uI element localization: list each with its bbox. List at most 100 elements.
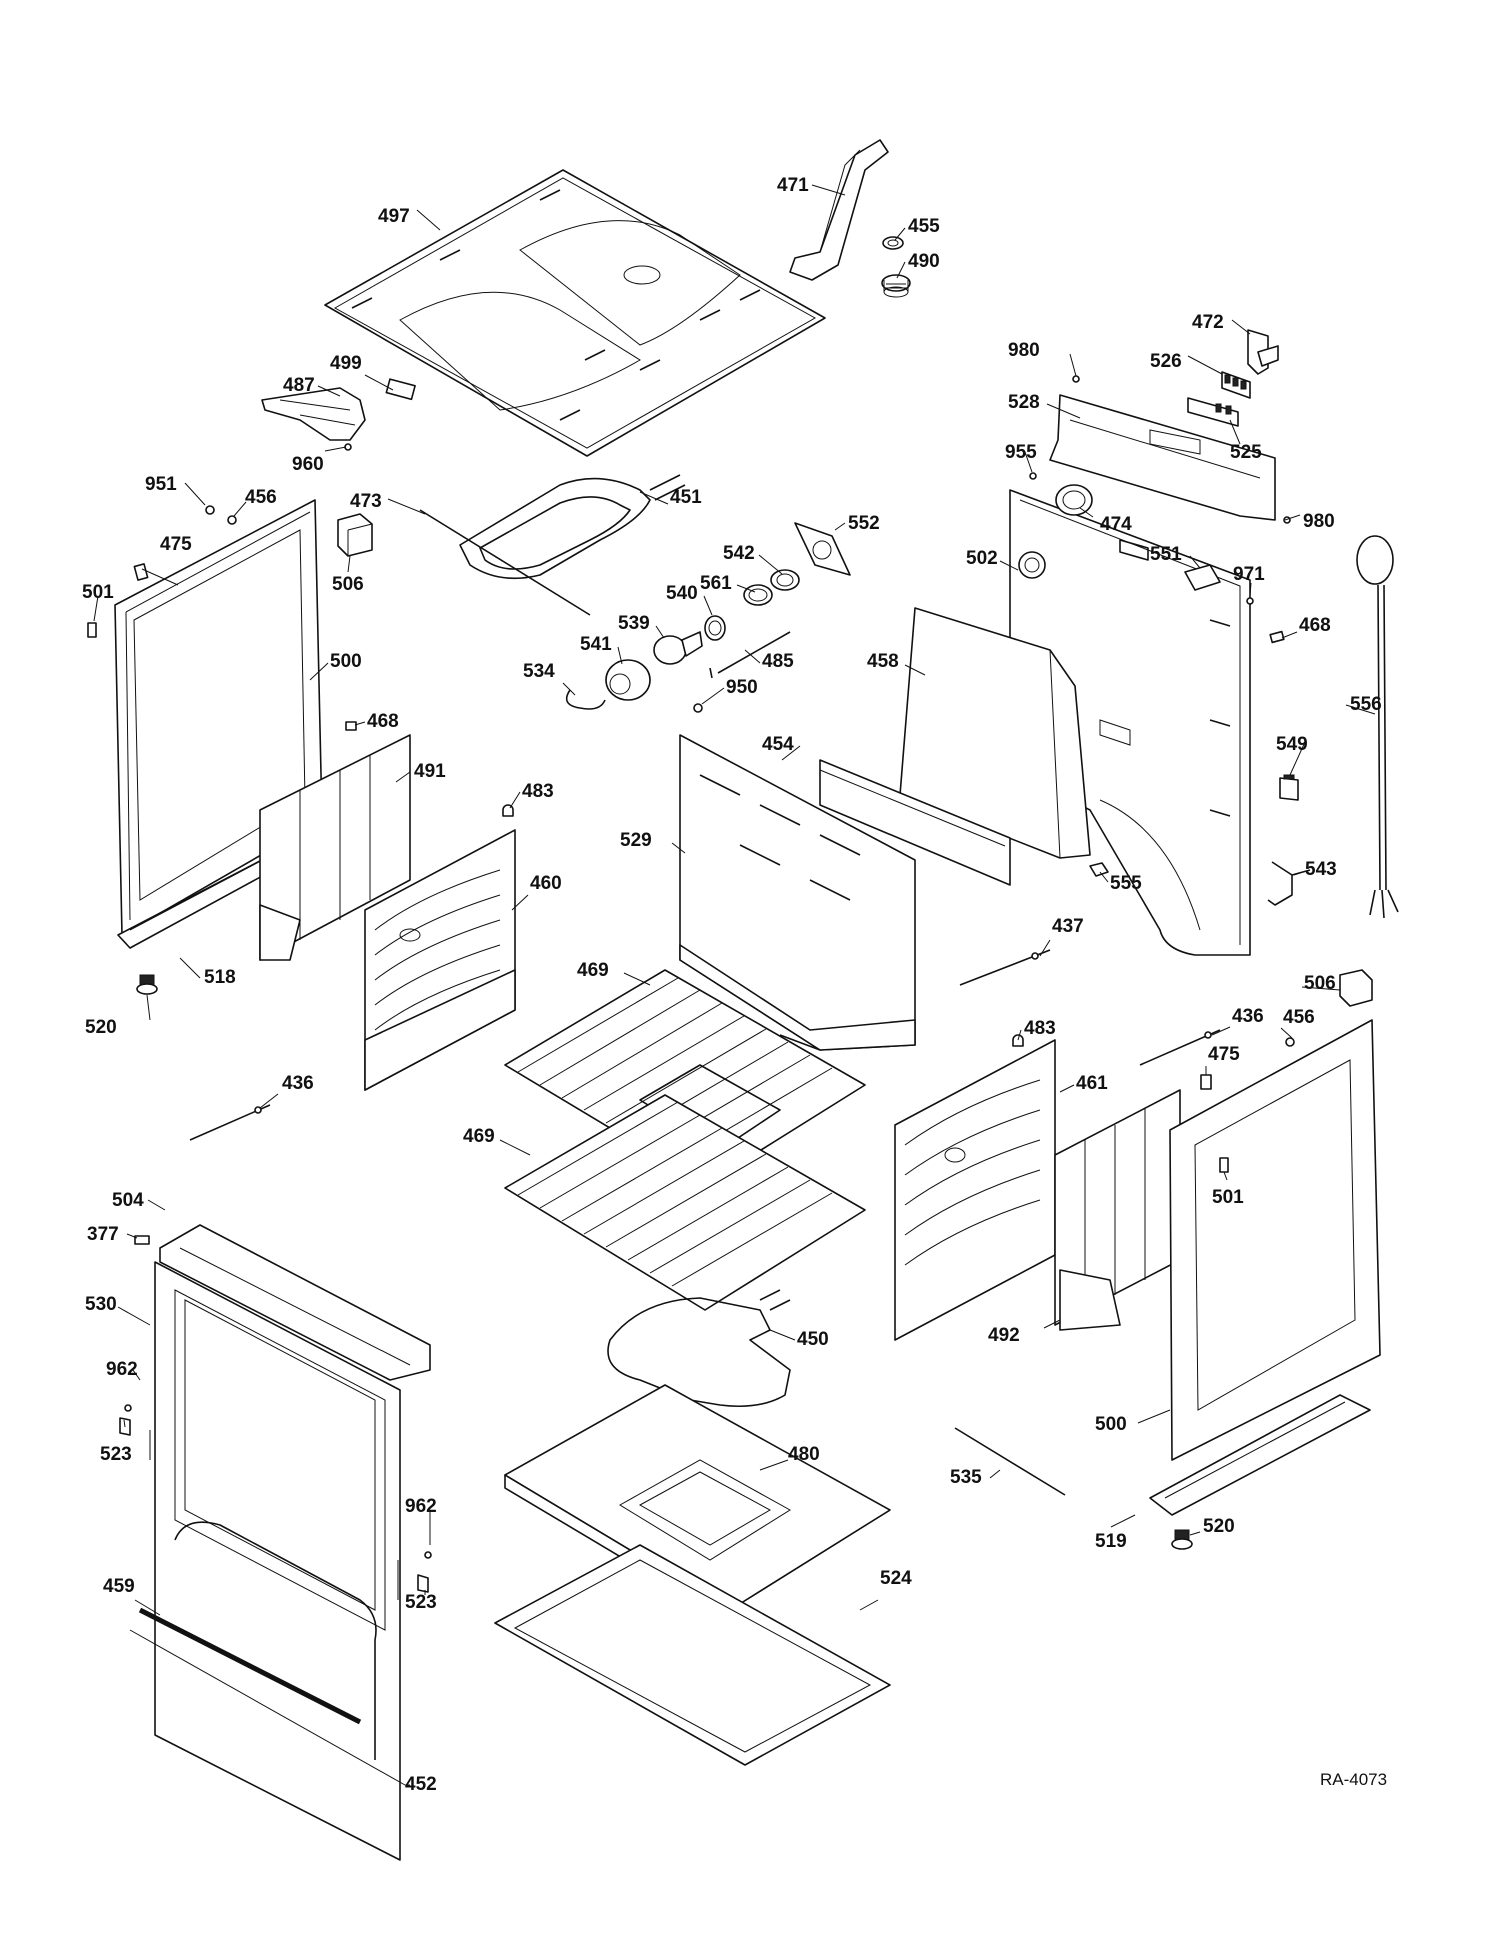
part-499-switch — [385, 378, 416, 401]
label-542: 542 — [723, 543, 755, 564]
part-950-screw — [693, 703, 703, 713]
label-549: 549 — [1276, 734, 1308, 755]
label-520: 520 — [85, 1017, 117, 1038]
part-561-ring — [743, 584, 773, 606]
label-506: 506 — [1304, 973, 1336, 994]
part-474-vent-ring — [1055, 484, 1093, 516]
label-460: 460 — [530, 873, 562, 894]
label-971: 971 — [1233, 564, 1265, 585]
part-475-hinge-receptacle — [133, 563, 149, 581]
label-485: 485 — [762, 651, 794, 672]
part-451-broil-element — [459, 474, 686, 580]
part-962-screw — [424, 1551, 432, 1559]
label-541: 541 — [580, 634, 612, 655]
part-534-wire-clip — [565, 689, 606, 710]
part-461-right-rack-support — [894, 1039, 1056, 1341]
part-955-screw — [1029, 472, 1037, 480]
label-524: 524 — [880, 1568, 912, 1589]
part-971-screw — [1246, 597, 1254, 605]
part-506-insulation-block — [1339, 969, 1373, 1007]
part-459-door-gasket — [138, 1607, 362, 1725]
part-980-screw — [1283, 516, 1291, 524]
part-452-door-rod — [129, 1629, 406, 1786]
label-543: 543 — [1305, 859, 1337, 880]
part-468-clip — [1269, 630, 1285, 644]
part-980-screw — [1072, 375, 1080, 383]
part-520-leveling-leg — [1171, 1529, 1193, 1550]
part-535-rod — [954, 1427, 1066, 1496]
part-471-vent-trim — [789, 139, 889, 281]
callout-labels: 471 455 490 497 472 980 526 528 525 955 … — [82, 175, 1382, 1795]
part-555-clip — [1089, 862, 1109, 877]
part-951-screw — [205, 505, 215, 515]
part-504-door-top-trim — [159, 1224, 431, 1381]
label-951: 951 — [145, 474, 177, 495]
label-962: 962 — [405, 1496, 437, 1517]
part-450-bake-element — [607, 1289, 791, 1408]
label-461: 461 — [1076, 1073, 1108, 1094]
label-506: 506 — [332, 574, 364, 595]
label-458: 458 — [867, 651, 899, 672]
label-980: 980 — [1008, 340, 1040, 361]
label-502: 502 — [966, 548, 998, 569]
label-500: 500 — [330, 651, 362, 672]
label-475: 475 — [160, 534, 192, 555]
part-524-bottom-cover — [494, 1544, 891, 1766]
label-529: 529 — [620, 830, 652, 851]
label-454: 454 — [762, 734, 794, 755]
label-455: 455 — [908, 216, 940, 237]
label-452: 452 — [405, 1774, 437, 1795]
part-472-bracket — [1247, 329, 1279, 375]
label-469: 469 — [577, 960, 609, 981]
label-552: 552 — [848, 513, 880, 534]
part-549-relay — [1279, 774, 1299, 801]
part-377-clip — [134, 1235, 150, 1245]
part-490-vent-filter — [881, 274, 911, 298]
label-555: 555 — [1110, 873, 1142, 894]
label-500: 500 — [1095, 1414, 1127, 1435]
label-535: 535 — [950, 1467, 982, 1488]
label-483: 483 — [522, 781, 554, 802]
part-542-receptacle — [770, 569, 800, 591]
part-460-left-rack-support — [364, 829, 516, 1091]
label-523: 523 — [405, 1592, 437, 1613]
label-459: 459 — [103, 1576, 135, 1597]
label-436: 436 — [282, 1073, 314, 1094]
label-526: 526 — [1150, 351, 1182, 372]
drawing-code: RA-4073 — [1320, 1770, 1387, 1789]
label-475: 475 — [1208, 1044, 1240, 1065]
label-456: 456 — [245, 487, 277, 508]
label-523: 523 — [100, 1444, 132, 1465]
part-455-grommet — [882, 236, 904, 250]
label-556: 556 — [1350, 694, 1382, 715]
label-962: 962 — [106, 1359, 138, 1380]
part-469-oven-rack-lower — [504, 1094, 866, 1311]
label-499: 499 — [330, 353, 362, 374]
label-437: 437 — [1052, 916, 1084, 937]
label-539: 539 — [618, 613, 650, 634]
part-502-rear-panel — [1009, 489, 1251, 956]
part-525-bracket — [1187, 397, 1239, 427]
part-540-socket — [704, 615, 726, 641]
part-541-lens — [605, 659, 651, 701]
part-526-terminal-block — [1221, 371, 1251, 399]
label-377: 377 — [87, 1224, 119, 1245]
label-540: 540 — [666, 583, 698, 604]
label-501: 501 — [1212, 1187, 1244, 1208]
part-501-clip — [1219, 1157, 1229, 1173]
label-519: 519 — [1095, 1531, 1127, 1552]
label-530: 530 — [85, 1294, 117, 1315]
part-520-leveling-leg — [136, 974, 158, 995]
part-491-left-duct — [259, 734, 411, 961]
label-469: 469 — [463, 1126, 495, 1147]
label-471: 471 — [777, 175, 809, 196]
label-561: 561 — [700, 573, 732, 594]
label-551: 551 — [1150, 544, 1182, 565]
part-456-screw — [1285, 1037, 1295, 1047]
label-534: 534 — [523, 661, 555, 682]
part-962-screw — [124, 1404, 132, 1412]
part-551-bracket — [1184, 564, 1221, 591]
label-483: 483 — [1024, 1018, 1056, 1039]
part-543-bracket — [1267, 861, 1311, 906]
part-501-clip — [87, 622, 97, 638]
